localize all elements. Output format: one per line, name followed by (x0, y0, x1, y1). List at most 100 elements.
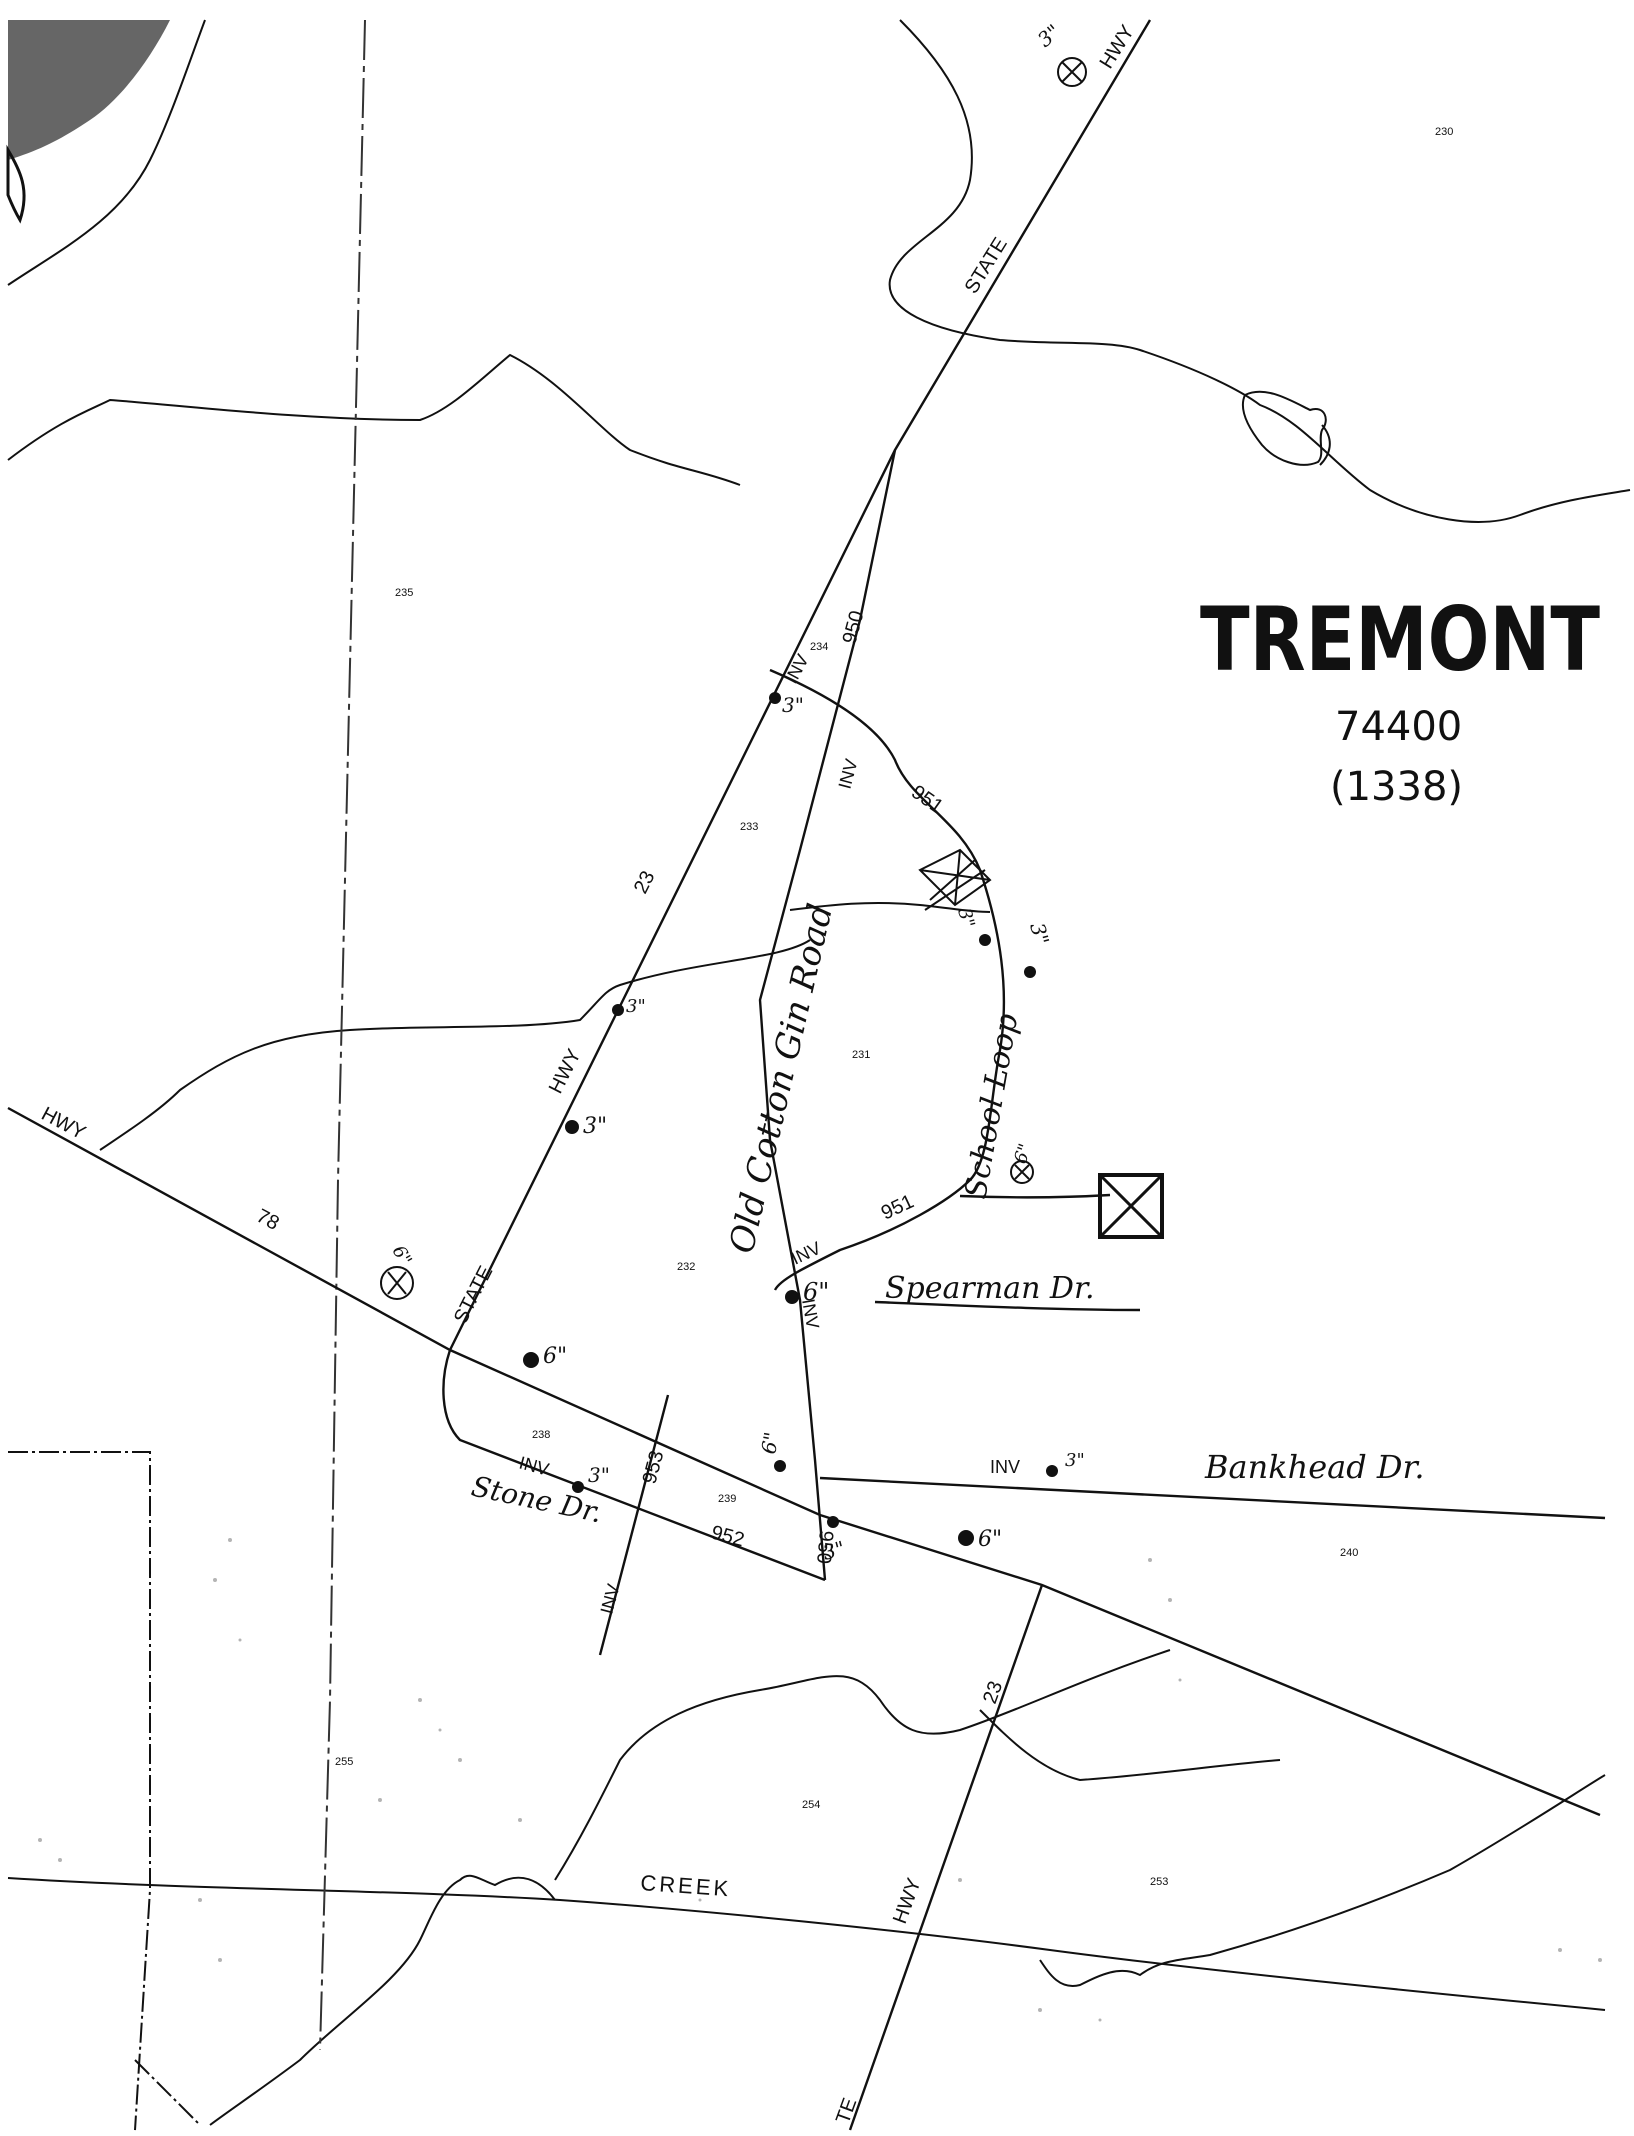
hydrant-dot-icon (565, 1120, 579, 1134)
road-953 (598, 1394, 670, 1656)
tract-number: 230 (1435, 126, 1453, 138)
tract-number: 253 (1150, 1876, 1168, 1888)
city-boundary (8, 1451, 201, 2131)
grid-line-vertical (319, 19, 366, 2051)
road-label-78: 78 (253, 1205, 283, 1235)
contour-left-ridge (7, 353, 741, 486)
contour-lines (7, 19, 1631, 2126)
contour-gin (789, 901, 991, 913)
hydrant-dot-icon (1024, 966, 1036, 978)
boundary-bottom (134, 2059, 201, 2126)
hydrant-dot-icon (572, 1481, 584, 1493)
pond (1242, 390, 1331, 466)
road-label-hwy-lower: HWY (889, 1875, 926, 1926)
inv-label: INV (990, 1457, 1020, 1477)
inv-label: INV (781, 651, 813, 687)
road-number-950-top: 950 (839, 608, 869, 646)
tract-number: 231 (852, 1049, 870, 1061)
hydrant-dot-icon (785, 1290, 799, 1304)
marker-size: 3" (953, 906, 978, 930)
road-label-hwy-top: HWY (1096, 21, 1139, 72)
tract-number: 255 (335, 1756, 353, 1768)
marker-size: 6" (388, 1242, 416, 1270)
spearman-dr-line (874, 1300, 1141, 1312)
place-code: 74400 (1335, 704, 1462, 750)
road-number-951-top: 951 (907, 781, 947, 818)
inv-label: INV (788, 1238, 824, 1269)
crossed-box-icon (1098, 1173, 1164, 1239)
hydrant-dots (523, 692, 1058, 1546)
road-number-950-bottom: 950 (812, 1530, 837, 1565)
valve-circle-icon (1057, 57, 1087, 87)
roads (7, 19, 1606, 2131)
marker-size: 3" (1065, 1450, 1085, 1471)
creek-label: CREEK (640, 1870, 732, 1901)
state-hwy-23-lower (848, 1584, 1044, 2131)
marker-size: 3" (588, 1463, 610, 1487)
road-label-state-23: STATE (450, 1262, 498, 1327)
hydrant-dot-icon (774, 1460, 786, 1472)
road-950 (758, 449, 897, 1581)
street-label-school-loop: School Loop (958, 1011, 1025, 1201)
inv-label: INV (517, 1453, 551, 1480)
marker-size: 6" (978, 1527, 1002, 1552)
street-label-bankhead-dr: Bankhead Dr. (1204, 1448, 1424, 1486)
hydrant-dot-icon (612, 1004, 624, 1016)
marker-size: 6" (1010, 1141, 1036, 1167)
road-number-953: 953 (639, 1448, 669, 1486)
bankhead-dr (819, 1476, 1606, 1520)
street-label-spearman-dr: Spearman Dr. (885, 1271, 1095, 1306)
tract-number: 232 (677, 1261, 695, 1273)
hydrant-dot-icon (769, 692, 781, 704)
boundary-top (8, 1451, 151, 2131)
town-name: TREMONT (1200, 588, 1600, 691)
road-number-952: 952 (709, 1522, 747, 1552)
hand-marks (380, 57, 1164, 1300)
marker-size: 3" (820, 1536, 847, 1565)
crossed-box-icon (918, 848, 992, 911)
marker-size: 3" (1025, 920, 1054, 947)
road-951 (769, 668, 1006, 1291)
creek-bank-right (1039, 1774, 1606, 1987)
contour-bottom-branch (979, 1709, 1281, 1782)
contour-bottom-ridge (554, 1649, 1171, 1881)
place-code-paren: (1338) (1330, 764, 1463, 810)
valve-circle-icon (380, 1266, 414, 1300)
hydrant-dot-icon (979, 934, 991, 946)
map-title: TREMONT 74400 (1338) (1200, 588, 1600, 810)
tract-numbers: 230 235 234 233 231 232 238 239 240 255 … (335, 126, 1453, 1888)
inv-label: INV (597, 1582, 624, 1616)
gin-spur (959, 1193, 1111, 1199)
inv-label: INV (835, 757, 862, 791)
road-950-loop (442, 1349, 826, 1582)
hydrant-dot-icon (958, 1530, 974, 1546)
creek-line (7, 1877, 1606, 2011)
contour-mid (99, 939, 811, 1151)
marker-size: 6" (756, 1430, 783, 1456)
tract-number: 235 (395, 587, 413, 599)
creek-bank (209, 1874, 556, 2126)
handwritten-labels: Old Cotton Gin Road School Loop Spearman… (469, 900, 1425, 1529)
valve-circle-icon (1010, 1160, 1034, 1184)
marker-size: 3" (626, 996, 646, 1017)
tract-number: 238 (532, 1429, 550, 1441)
tract-number: 234 (810, 641, 828, 653)
scan-noise (0, 20, 1634, 2136)
marker-annotations: 3" 3" 3" 3" 3" 3" 6" 6" 6" 6" 3" 6" 3" 3… (388, 19, 1085, 1564)
marker-size: 6" (543, 1344, 567, 1369)
hydrant-dot-icon (1046, 1465, 1058, 1477)
marker-size: 6" (803, 1278, 829, 1306)
tract-number: 239 (718, 1493, 736, 1505)
contour-top-right (888, 19, 1631, 523)
road-label-23-upper: 23 (630, 867, 660, 897)
road-label-23-lower: 23 (979, 1678, 1007, 1706)
tract-number: 233 (740, 821, 758, 833)
hydrant-dot-icon (827, 1516, 839, 1528)
marker-size: 3" (782, 693, 804, 717)
tract-number: 254 (802, 1799, 820, 1811)
marker-size: 3" (1033, 19, 1065, 51)
hydrant-dot-icon (523, 1352, 539, 1368)
marker-size: 3" (583, 1114, 607, 1139)
contour-top-left (7, 19, 206, 286)
